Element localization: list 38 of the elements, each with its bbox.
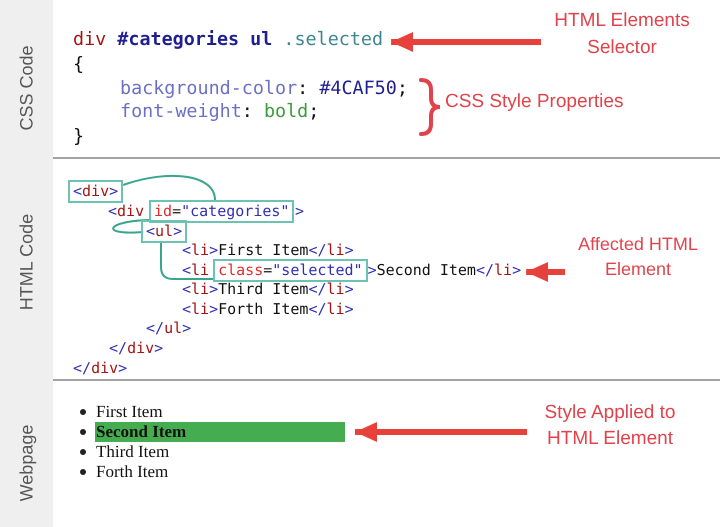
list-item-text: Third Item	[96, 442, 170, 462]
code-text: <li	[182, 260, 210, 280]
code-line: </div>	[73, 359, 128, 378]
highlighted-list-item: Second Item	[95, 422, 345, 442]
section-label: CSS Code	[16, 45, 38, 131]
connector-line	[112, 219, 150, 234]
code-line: }	[73, 124, 84, 148]
highlighted-code: class="selected"	[213, 258, 368, 282]
arrow	[526, 262, 565, 282]
code-line: {	[73, 52, 84, 76]
connector-line	[122, 174, 216, 200]
section-panel	[0, 159, 720, 381]
code-line: </ul>	[146, 319, 192, 338]
code-line: font-weight: bold;	[120, 100, 320, 123]
code-line: </div>	[109, 339, 164, 358]
code-line: >	[295, 202, 304, 220]
code-line: background-color: #4CAF50;	[120, 76, 408, 100]
highlighted-code: <div>	[68, 180, 124, 203]
list-item-text: First Item	[96, 402, 163, 422]
code-line: <div	[108, 202, 144, 220]
highlighted-code: <ul>	[141, 220, 188, 242]
section-panel	[0, 0, 720, 159]
annotation-text: Style Applied to HTML Element	[535, 400, 685, 452]
arrow	[391, 32, 541, 52]
highlighted-code: id="categories"	[149, 200, 294, 223]
annotation-text: HTML Elements Selector	[549, 7, 695, 61]
list-item-text: Forth Item	[96, 462, 168, 482]
arrow	[355, 422, 527, 442]
code-line: <li>Third Item</li>	[182, 280, 354, 299]
code-line: <li>First Item</li>	[182, 240, 354, 260]
annotation-text: Affected HTML Element	[571, 232, 705, 282]
connector-line	[160, 242, 214, 280]
section-label: HTML Code	[16, 214, 38, 310]
code-text: >Second Item</li>	[368, 260, 522, 280]
code-line: <li>Forth Item</li>	[182, 300, 354, 318]
section-label: Webpage	[16, 424, 38, 502]
css-selector: div #categories ul .selected	[73, 28, 384, 50]
annotation-text: CSS Style Properties	[445, 90, 624, 114]
